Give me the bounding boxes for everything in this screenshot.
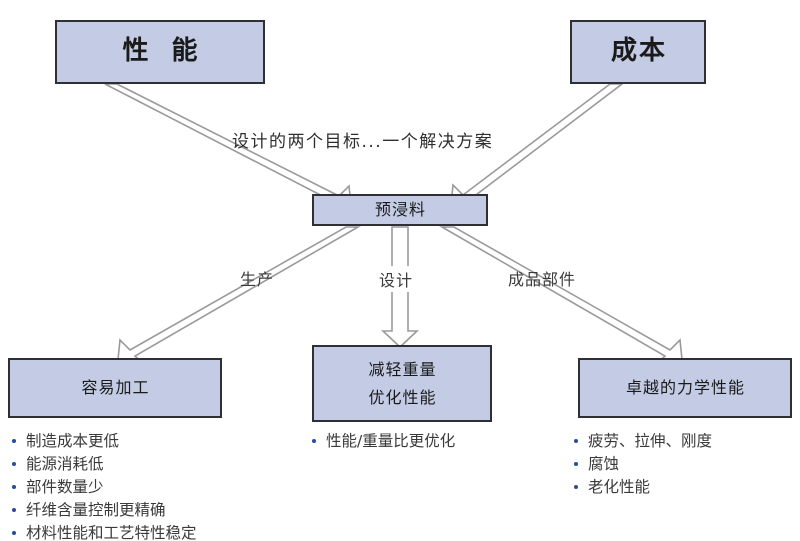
bullet-list-weight-performance: 性能/重量比更优化 bbox=[310, 430, 455, 453]
bullet-dot-icon bbox=[12, 507, 16, 512]
list-item-label: 疲劳、拉伸、刚度 bbox=[588, 432, 713, 450]
bullet-dot-icon bbox=[312, 439, 316, 443]
list-item: 能源消耗低 bbox=[10, 453, 197, 476]
list-item-label: 性能/重量比更优化 bbox=[326, 432, 456, 450]
list-item-label: 老化性能 bbox=[588, 477, 651, 496]
node-weight-performance-label-line1: 减轻重量 bbox=[368, 359, 437, 379]
list-item: 部件数量少 bbox=[10, 476, 197, 499]
node-easy-processing[interactable]: 容易加工 bbox=[8, 358, 222, 418]
node-weight-performance[interactable]: 减轻重量 优化性能 bbox=[312, 345, 492, 422]
bullet-dot-icon bbox=[12, 461, 16, 466]
bullet-dot-icon bbox=[574, 484, 578, 489]
list-item-label: 材料性能和工艺特性稳定 bbox=[26, 523, 197, 541]
list-item: 老化性能 bbox=[572, 476, 712, 499]
bullet-dot-icon bbox=[12, 439, 16, 443]
bullet-dot-icon bbox=[574, 439, 578, 443]
edge-label-finished-part: 成品部件 bbox=[508, 270, 577, 289]
list-item: 腐蚀 bbox=[572, 453, 712, 476]
node-cost-label: 成本 bbox=[610, 36, 667, 67]
label-two-design-goals: 设计的两个目标...一个解决方案 bbox=[232, 132, 494, 152]
node-performance-label: 性 能 bbox=[122, 36, 205, 67]
list-item-label: 腐蚀 bbox=[588, 454, 620, 473]
list-item: 纤维含量控制更精确 bbox=[10, 499, 197, 522]
list-item: 疲劳、拉伸、刚度 bbox=[572, 430, 712, 453]
list-item: 性能/重量比更优化 bbox=[310, 430, 455, 453]
list-item-label: 纤维含量控制更精确 bbox=[26, 500, 166, 519]
list-item-label: 能源消耗低 bbox=[26, 454, 104, 473]
edge-label-design: 设计 bbox=[377, 266, 416, 292]
node-cost[interactable]: 成本 bbox=[570, 20, 706, 84]
list-item-label: 部件数量少 bbox=[26, 477, 104, 496]
node-easy-processing-label: 容易加工 bbox=[81, 378, 150, 398]
bullet-dot-icon bbox=[12, 530, 16, 535]
node-mechanical[interactable]: 卓越的力学性能 bbox=[578, 358, 792, 418]
node-prepreg[interactable]: 预浸料 bbox=[312, 194, 488, 226]
list-item-label: 制造成本更低 bbox=[26, 432, 120, 450]
bullet-dot-icon bbox=[574, 461, 578, 466]
list-item: 材料性能和工艺特性稳定 bbox=[10, 522, 197, 541]
node-performance[interactable]: 性 能 bbox=[55, 20, 265, 84]
bullet-list-mechanical: 疲劳、拉伸、刚度腐蚀老化性能 bbox=[572, 430, 712, 499]
node-mechanical-label: 卓越的力学性能 bbox=[625, 378, 745, 398]
node-prepreg-label: 预浸料 bbox=[374, 200, 426, 220]
list-item: 制造成本更低 bbox=[10, 430, 197, 453]
bullet-list-easy-processing: 制造成本更低能源消耗低部件数量少纤维含量控制更精确材料性能和工艺特性稳定 bbox=[10, 430, 197, 541]
edge-label-production: 生产 bbox=[240, 270, 275, 289]
bullet-dot-icon bbox=[12, 484, 16, 489]
node-weight-performance-label-line2: 优化性能 bbox=[368, 387, 437, 407]
